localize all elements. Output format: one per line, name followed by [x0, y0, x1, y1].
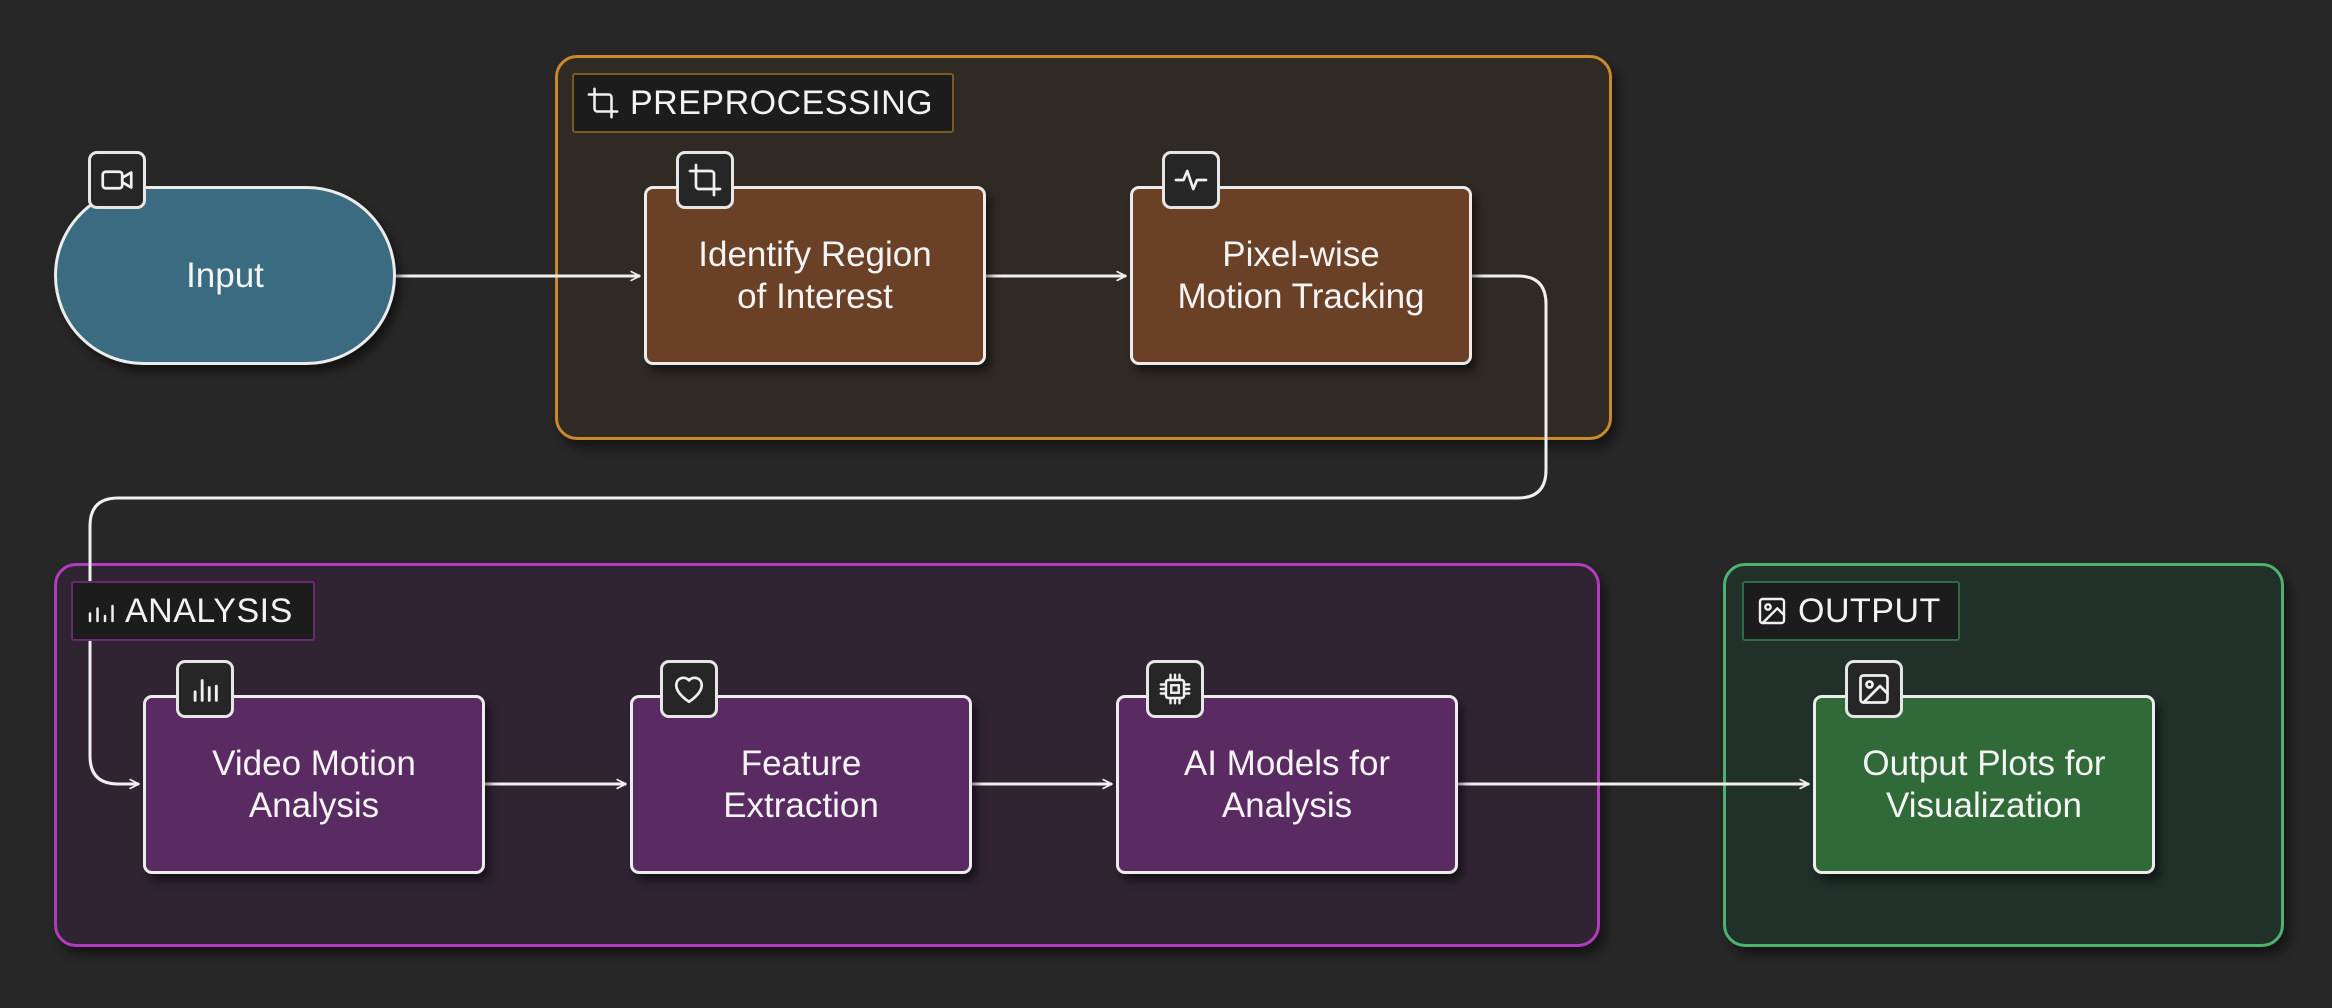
analysis-label-text: ANALYSIS — [125, 591, 293, 630]
output-label: OUTPUT — [1742, 581, 1960, 641]
analysis-label: ANALYSIS — [71, 581, 315, 641]
identify-roi-node[interactable]: Identify Region of Interest — [644, 186, 986, 365]
preprocessing-label: PREPROCESSING — [572, 73, 954, 133]
feature-extraction-label: Feature Extraction — [723, 743, 879, 825]
video-motion-label: Video Motion Analysis — [212, 743, 416, 825]
activity-icon — [1174, 169, 1208, 191]
feature-badge — [660, 660, 718, 718]
crop-icon — [688, 163, 722, 197]
output-plots-node[interactable]: Output Plots for Visualization — [1813, 695, 2155, 874]
heart-icon — [674, 676, 704, 704]
ai-models-node[interactable]: AI Models for Analysis — [1116, 695, 1458, 874]
output-plots-badge — [1845, 660, 1903, 718]
image-icon — [1758, 597, 1786, 625]
pixel-badge — [1162, 151, 1220, 209]
preprocessing-label-text: PREPROCESSING — [630, 83, 934, 122]
input-node[interactable]: Input — [54, 186, 396, 365]
output-plots-label: Output Plots for Visualization — [1862, 743, 2106, 825]
video-motion-node[interactable]: Video Motion Analysis — [143, 695, 485, 874]
roi-badge — [676, 151, 734, 209]
feature-extraction-node[interactable]: Feature Extraction — [630, 695, 972, 874]
image-icon — [1859, 674, 1889, 704]
cpu-chip-icon — [1159, 673, 1191, 705]
bar-chart-icon — [88, 604, 114, 623]
bar-chart-icon — [193, 679, 218, 702]
video-motion-badge — [176, 660, 234, 718]
input-node-label: Input — [186, 255, 264, 295]
input-badge — [88, 151, 146, 209]
crop-icon — [587, 87, 619, 119]
identify-roi-label: Identify Region of Interest — [698, 234, 932, 316]
video-camera-icon — [101, 170, 133, 190]
ai-models-label: AI Models for Analysis — [1183, 743, 1391, 825]
pixel-tracking-node[interactable]: Pixel-wise Motion Tracking — [1130, 186, 1472, 365]
ai-models-badge — [1146, 660, 1204, 718]
pixel-tracking-label: Pixel-wise Motion Tracking — [1177, 234, 1425, 316]
output-label-text: OUTPUT — [1798, 591, 1941, 630]
